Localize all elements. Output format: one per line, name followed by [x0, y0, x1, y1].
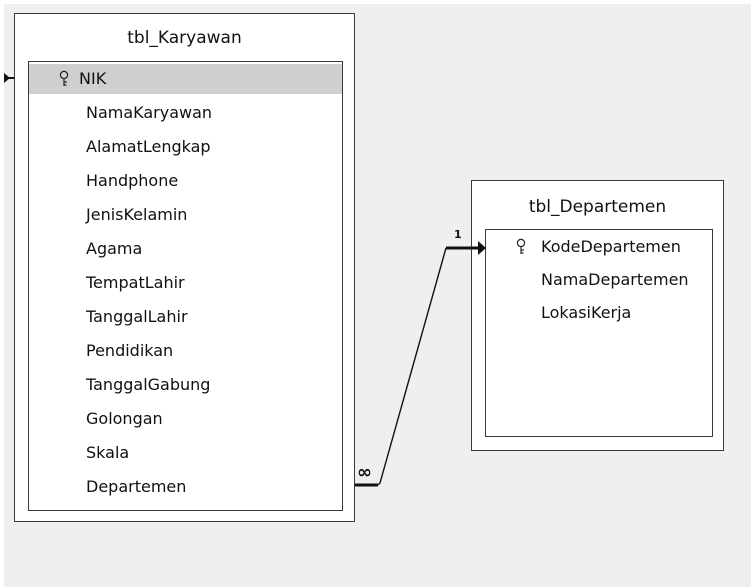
key-icon: [59, 70, 69, 86]
field-row-departemen[interactable]: Departemen: [29, 472, 342, 502]
field-name: Skala: [86, 443, 130, 462]
table-departemen[interactable]: tbl_Departemen KodeDepartemen NamaDepart…: [471, 180, 724, 451]
field-row-namakaryawan[interactable]: NamaKaryawan: [29, 98, 342, 128]
key-icon: [516, 238, 526, 254]
field-row-tempatlahir[interactable]: TempatLahir: [29, 268, 342, 298]
field-row-agama[interactable]: Agama: [29, 234, 342, 264]
field-name: NIK: [79, 69, 107, 88]
field-row-tanggalgabung[interactable]: TanggalGabung: [29, 370, 342, 400]
field-name: Handphone: [86, 171, 179, 190]
field-row-namadepartemen[interactable]: NamaDepartemen: [486, 265, 712, 295]
table-karyawan-field-list[interactable]: NIK NamaKaryawan AlamatLengkap Handphone…: [28, 61, 343, 511]
canvas-edge-top: [0, 0, 751, 4]
table-karyawan-title[interactable]: tbl_Karyawan: [127, 28, 242, 48]
field-row-lokasikerja[interactable]: LokasiKerja: [486, 298, 712, 328]
field-name: TanggalLahir: [86, 307, 188, 326]
field-row-skala[interactable]: Skala: [29, 438, 342, 468]
field-name: Golongan: [86, 409, 163, 428]
field-name: JenisKelamin: [86, 205, 188, 224]
table-departemen-title[interactable]: tbl_Departemen: [528, 197, 667, 217]
relationship-many-label: ∞: [357, 462, 372, 483]
field-name: Agama: [86, 239, 143, 258]
field-row-kodedepartemen[interactable]: KodeDepartemen: [486, 232, 712, 262]
field-name: Pendidikan: [86, 341, 174, 360]
table-departemen-field-list[interactable]: KodeDepartemen NamaDepartemen LokasiKerj…: [485, 229, 713, 437]
incoming-relationship-arrow: [4, 73, 14, 83]
canvas-edge-left: [0, 0, 4, 587]
relationship-line-departemen[interactable]: [355, 241, 486, 487]
field-name: LokasiKerja: [541, 303, 632, 322]
field-row-tanggallahir[interactable]: TanggalLahir: [29, 302, 342, 332]
field-row-golongan[interactable]: Golongan: [29, 404, 342, 434]
field-name: TanggalGabung: [86, 375, 211, 394]
field-name: KodeDepartemen: [541, 237, 681, 256]
field-row-alamatlengkap[interactable]: AlamatLengkap: [29, 132, 342, 162]
table-karyawan[interactable]: tbl_Karyawan NIK NamaKaryawan AlamatLeng…: [14, 13, 355, 522]
field-name: NamaDepartemen: [541, 270, 689, 289]
field-row-handphone[interactable]: Handphone: [29, 166, 342, 196]
field-name: Departemen: [86, 477, 187, 496]
field-name: AlamatLengkap: [86, 137, 211, 156]
field-row-pendidikan[interactable]: Pendidikan: [29, 336, 342, 366]
field-name: NamaKaryawan: [86, 103, 213, 122]
relationship-one-label: 1: [454, 228, 462, 241]
field-name: TempatLahir: [86, 273, 185, 292]
field-row-nik[interactable]: NIK: [29, 64, 342, 94]
field-row-jeniskelamin[interactable]: JenisKelamin: [29, 200, 342, 230]
